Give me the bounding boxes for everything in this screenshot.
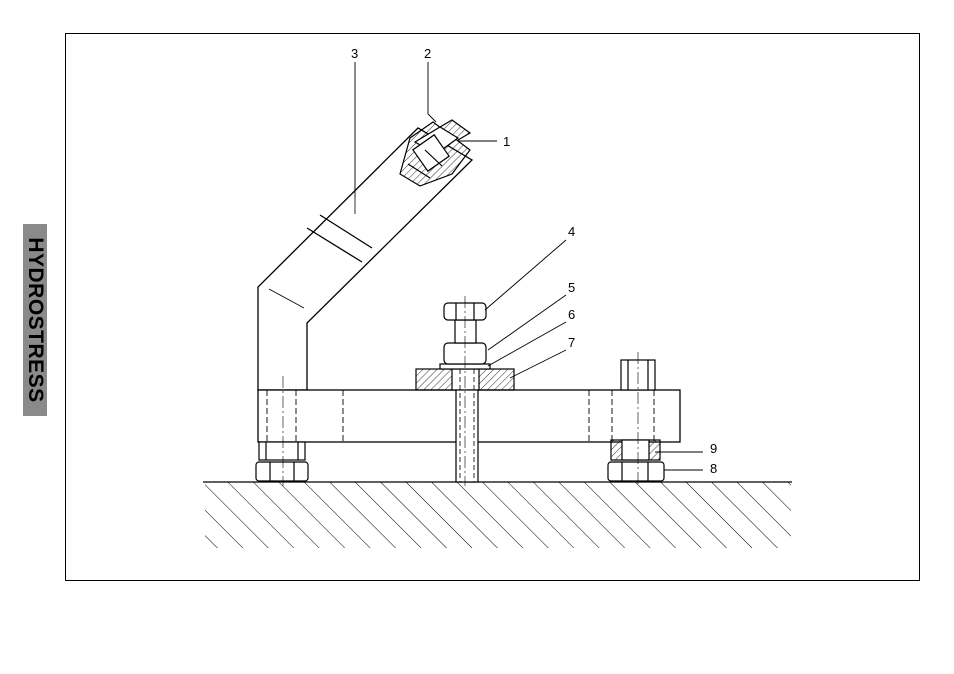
- ground: [203, 482, 792, 548]
- callout-5: 5: [568, 280, 575, 295]
- callout-4: 4: [568, 224, 575, 239]
- callout-9: 9: [710, 441, 717, 456]
- callout-7: 7: [568, 335, 575, 350]
- callout-8: 8: [710, 461, 717, 476]
- spindle-head: [400, 120, 470, 186]
- callout-3: 3: [351, 46, 358, 61]
- callout-1: 1: [503, 134, 510, 149]
- callout-6: 6: [568, 307, 575, 322]
- callout-2: 2: [424, 46, 431, 61]
